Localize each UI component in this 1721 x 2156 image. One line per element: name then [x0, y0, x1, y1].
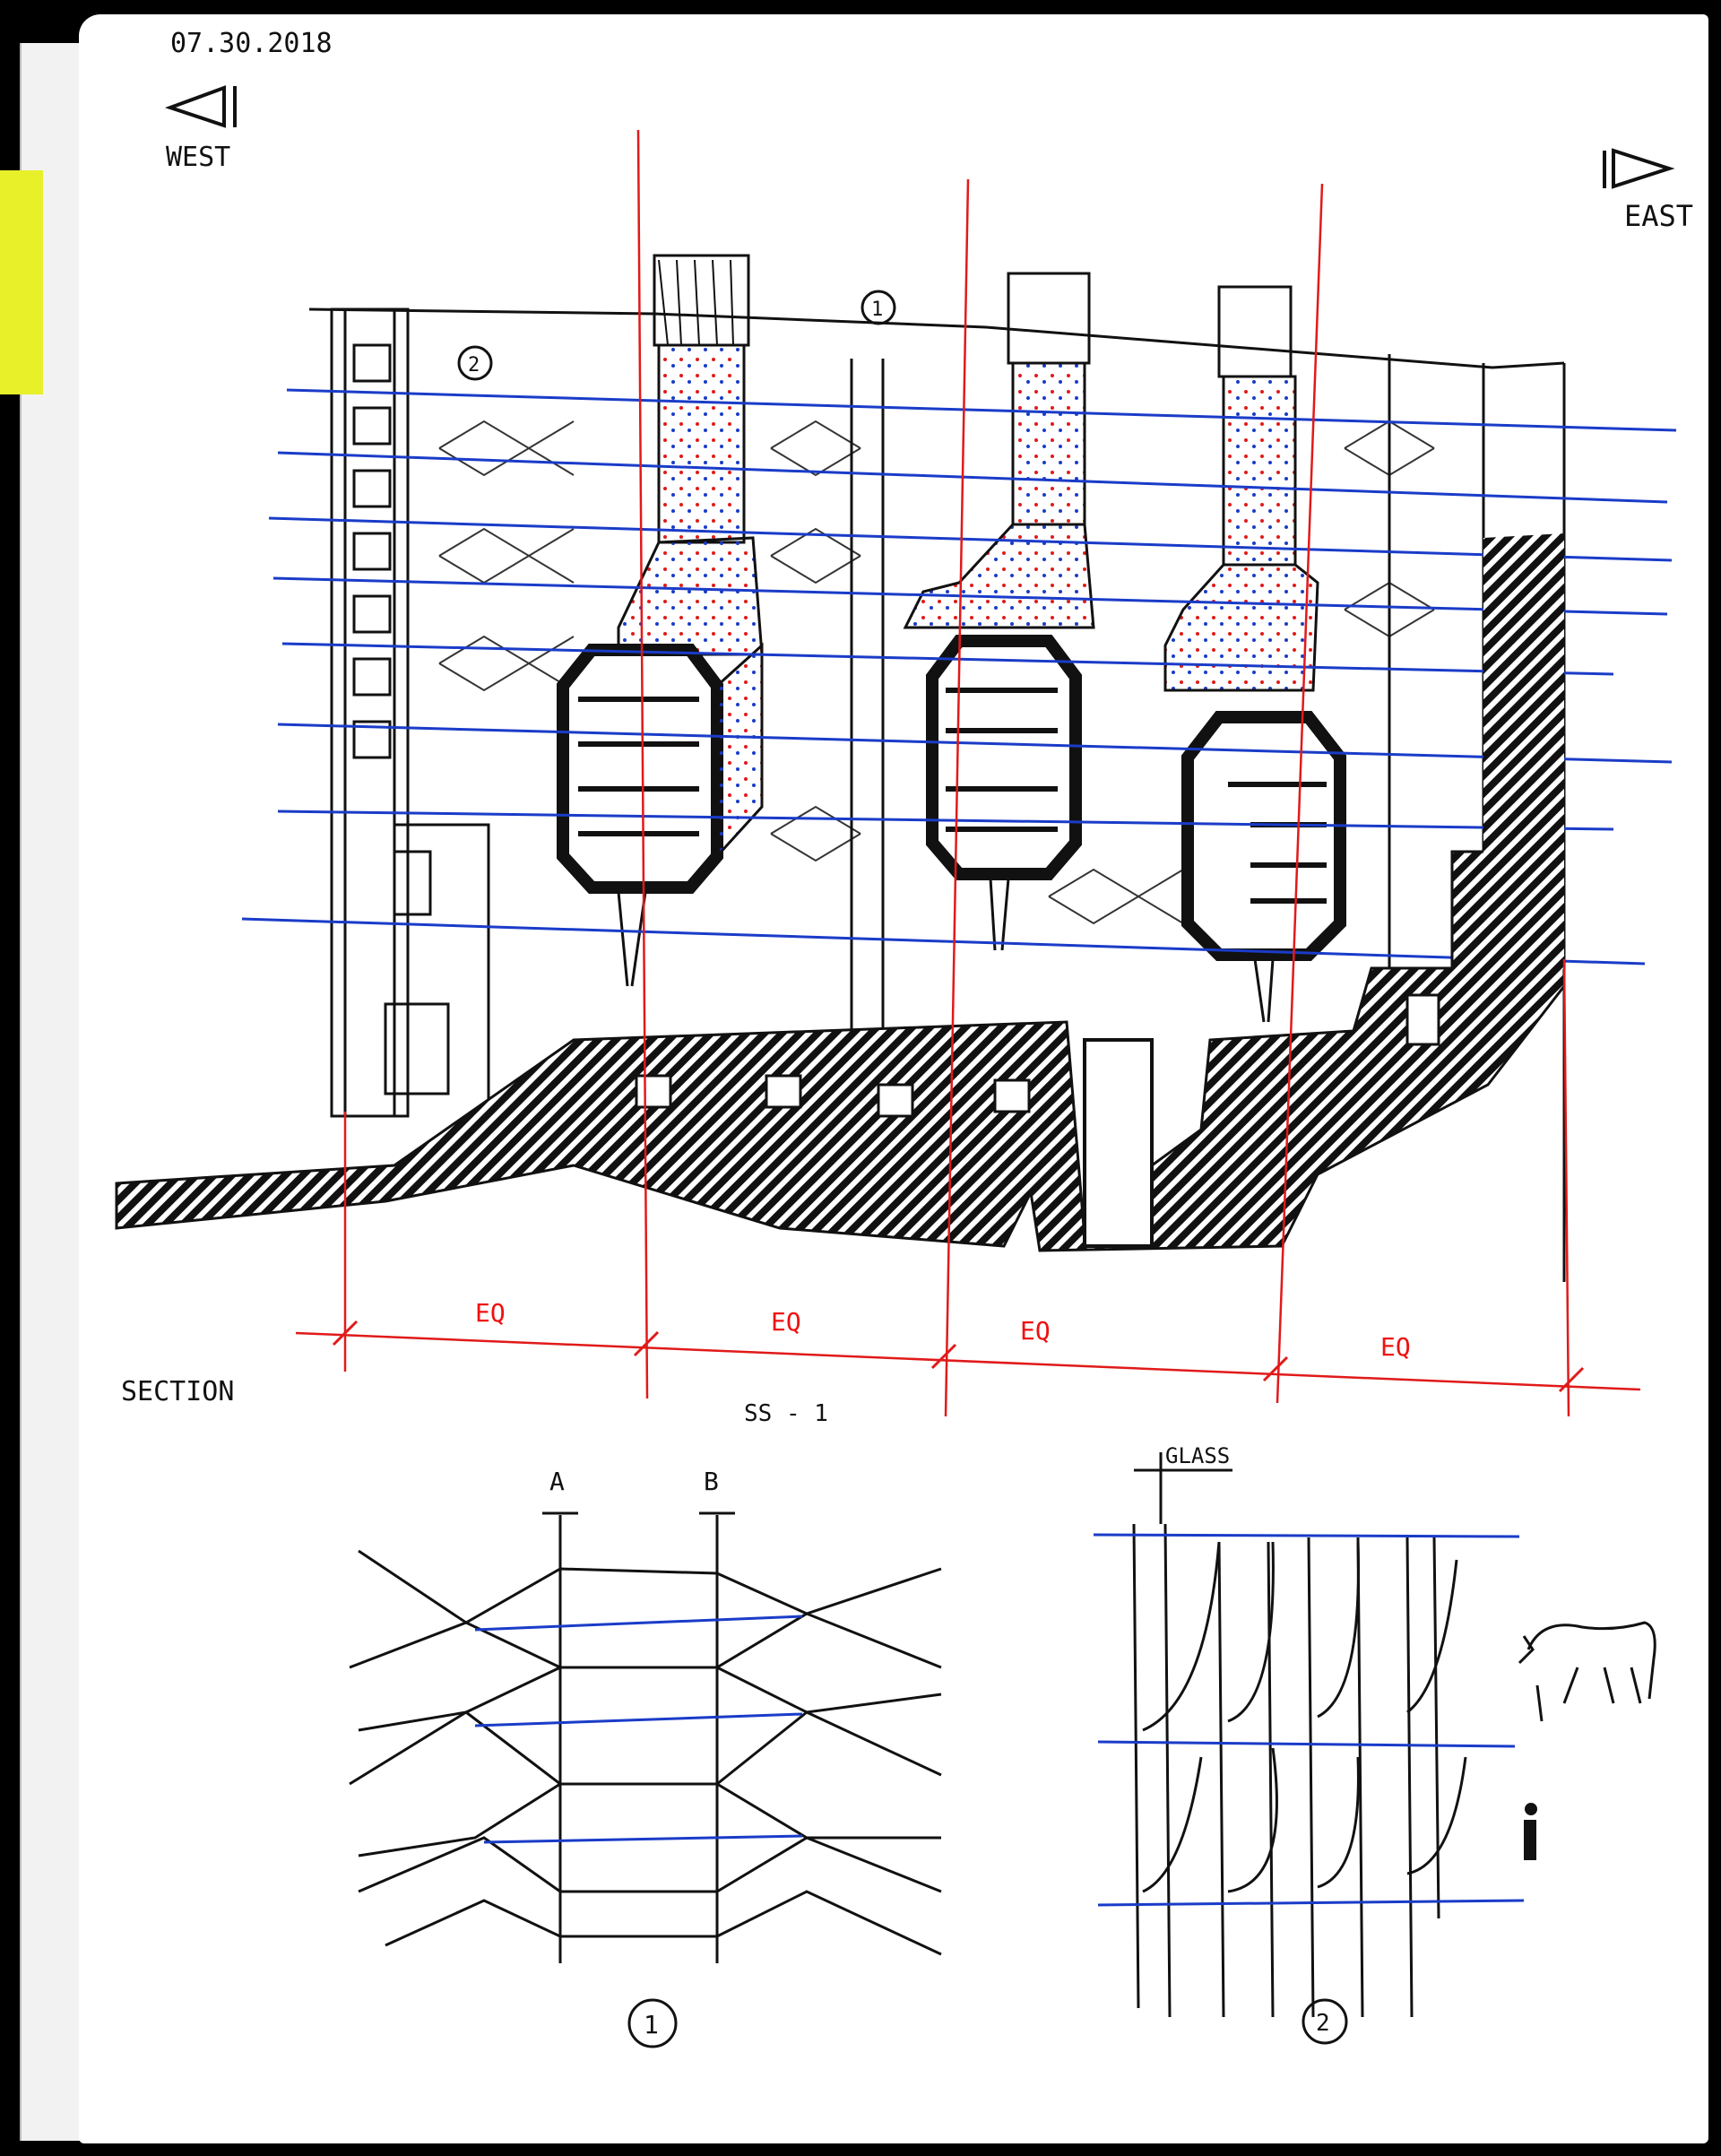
- dimension-eq-1: EQ: [475, 1298, 506, 1328]
- detail-2-floor-lines: [1093, 1533, 1525, 1907]
- pod-supports: [617, 878, 1275, 1023]
- west-tower-windows: [352, 343, 432, 916]
- dimension-eq-3: EQ: [1020, 1316, 1051, 1346]
- east-wall-shading: [1483, 533, 1564, 1031]
- dimension-eq-4: EQ: [1380, 1332, 1411, 1362]
- west-north-arrow-icon: [164, 85, 237, 128]
- person-icon: [1524, 1803, 1537, 1860]
- date-label: 07.30.2018: [170, 28, 333, 59]
- grid-label-b: B: [704, 1467, 719, 1496]
- dimension-ticks: [332, 1320, 1585, 1393]
- detail-2-number: 2: [1302, 1998, 1348, 2045]
- svg-text:1: 1: [644, 2010, 659, 2039]
- detail-2-fins: [1132, 1452, 1467, 2018]
- pod-2: [926, 635, 1082, 880]
- yellow-tab-left: [0, 170, 43, 394]
- section-title: SECTION: [121, 1376, 234, 1407]
- svg-text:1: 1: [871, 299, 883, 321]
- detail-1-floor-lines: [474, 1615, 803, 1844]
- shaft-3: [1163, 285, 1319, 692]
- ground-section: [115, 537, 1566, 1252]
- pod-1: [557, 642, 764, 894]
- floor-lines: [241, 388, 1677, 965]
- center-lines: [295, 129, 1641, 1417]
- marker-circle-1: 1: [860, 290, 896, 325]
- shaft-2: [903, 272, 1095, 629]
- pod-3: [1181, 711, 1346, 961]
- marker-circle-2: 2: [457, 345, 493, 381]
- svg-text:2: 2: [468, 354, 480, 377]
- section-code: SS - 1: [744, 1400, 828, 1427]
- shaft-1: [617, 254, 764, 656]
- grid-label-a: A: [549, 1467, 565, 1496]
- east-label: EAST: [1624, 199, 1693, 233]
- svg-text:2: 2: [1316, 2010, 1330, 2037]
- glass-label: GLASS: [1165, 1443, 1230, 1468]
- goat-icon: [1518, 1621, 1656, 1722]
- west-label: WEST: [166, 142, 230, 173]
- detail-1-diagrid: [349, 1511, 942, 1963]
- east-arrow-icon: [1603, 148, 1675, 189]
- detail-1-number: 1: [627, 1998, 678, 2048]
- dimension-eq-2: EQ: [771, 1307, 801, 1337]
- section-building: [308, 307, 1566, 1282]
